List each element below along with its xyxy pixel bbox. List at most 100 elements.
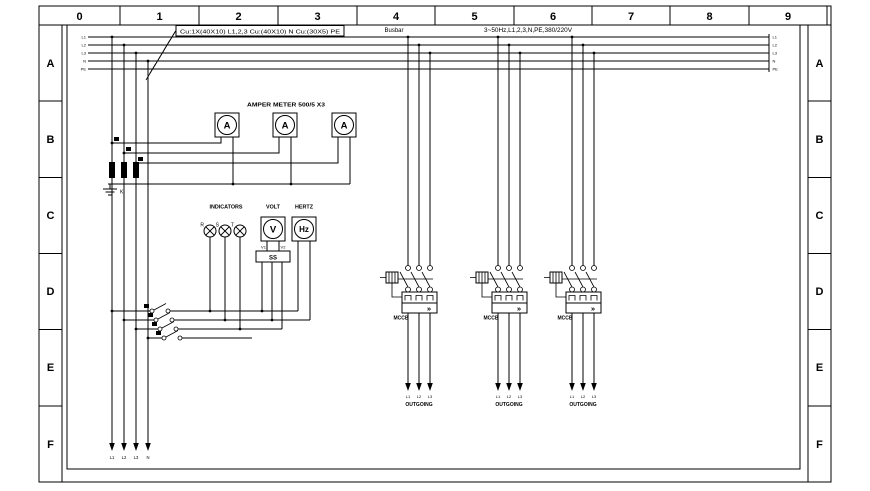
meter-case — [272, 112, 298, 138]
column-number: 9 — [785, 11, 791, 23]
hertz-wires — [297, 241, 311, 320]
tap-row-wires — [112, 310, 310, 339]
incoming-arrow-icons — [109, 443, 151, 451]
ammeter-1: A — [214, 112, 240, 138]
hertz-symbol: Hz — [299, 225, 309, 234]
ammeter-symbol: A — [282, 121, 289, 132]
meter-dial — [275, 115, 295, 135]
system-label: 3~50Hz,L1,2,3,N,PE,380/220V — [484, 28, 572, 34]
row-letter: D — [816, 286, 824, 298]
ammeter-symbol: A — [224, 121, 231, 132]
busbar-system: L1 L2 L3 N PE L1 L2 L3 N PE Cu:1X(40X10)… — [81, 25, 778, 81]
row-letter: C — [47, 210, 55, 222]
hertzmeter: Hz — [291, 216, 317, 320]
selector-switch — [255, 250, 291, 263]
outgoing-label: OUTGOING — [569, 402, 596, 408]
column-number: 8 — [706, 11, 712, 23]
fuse-label-marks — [144, 304, 161, 335]
column-number: 7 — [628, 11, 634, 23]
bus-junction-dots — [570, 35, 596, 55]
bus-label: L1 — [773, 35, 778, 40]
bus-label: PE — [81, 67, 87, 72]
phase-label: L2 — [122, 455, 127, 460]
cable-spec-label: Cu:1X(40X10) L1,2,3 Cu:(40X10) N Cu:(30X… — [180, 30, 340, 36]
ammeter-common-wire — [108, 137, 351, 185]
cable-spec-box — [175, 25, 345, 37]
breaker-handle — [380, 271, 433, 298]
meter-dial — [294, 219, 314, 239]
breaker-pole-glyphs — [568, 295, 598, 301]
column-number: 2 — [235, 11, 241, 23]
row-letter: F — [816, 439, 823, 451]
row-junction-dots — [110, 309, 274, 340]
phase-label: L1 — [496, 394, 501, 399]
breaker-label: MCCB — [558, 316, 573, 322]
phase-label: N — [146, 455, 149, 460]
outgoing-label: OUTGOING — [495, 402, 522, 408]
phase-label: L3 — [134, 455, 139, 460]
outgoing-arrow-icons — [569, 383, 597, 391]
outgoing-wires — [407, 313, 431, 383]
breaker-label: MCCB — [484, 316, 499, 322]
handle-linkage — [380, 272, 433, 298]
bus-label: L1 — [82, 35, 87, 40]
ct-metering: K AMPER METER 500/5 X3 A A A — [103, 103, 357, 196]
handle-linkage — [544, 272, 597, 298]
meter-case — [331, 112, 357, 138]
meter-case — [291, 216, 317, 242]
voltmeter-stubs — [266, 241, 280, 251]
busbar-labels-left: L1 L2 L3 N PE — [81, 35, 87, 72]
row-letter: B — [47, 134, 55, 146]
row-dividers — [39, 100, 831, 407]
phase-label: L2 — [417, 394, 422, 399]
indicator-panel: INDICATORS VOLT HERTZ R S T V V1 V2 — [110, 205, 317, 341]
phase-label: L2 — [507, 394, 512, 399]
bus-label: L3 — [82, 51, 87, 56]
row-letter: F — [47, 439, 54, 451]
bus-junction-dots — [496, 35, 522, 55]
breaker-contact-box — [491, 291, 528, 304]
lamp-icons — [203, 224, 247, 238]
indicators-title: INDICATORS — [209, 205, 242, 211]
ct-terminal-marks — [114, 137, 143, 161]
bus-junction-dots — [406, 35, 432, 55]
drawout-contact-icons — [399, 265, 433, 293]
meter-case — [260, 216, 286, 242]
breaker-contact-box — [401, 291, 438, 304]
breaker-pole-glyphs — [404, 295, 434, 301]
bus-label: L3 — [773, 51, 778, 56]
meter-case — [214, 112, 240, 138]
fuse-switch-icons — [149, 303, 183, 341]
column-number: 3 — [314, 11, 320, 23]
row-letter: A — [816, 58, 824, 70]
incoming-lines — [111, 37, 149, 443]
feeder-drop-wires — [571, 37, 595, 266]
row-letter: A — [47, 58, 55, 70]
cable-callout: Cu:1X(40X10) L1,2,3 Cu:(40X10) N Cu:(30X… — [145, 25, 345, 81]
breaker-release-box — [401, 302, 438, 314]
breaker-handle — [544, 271, 597, 298]
row-letters-left: A B C D E F — [47, 58, 55, 451]
column-number: 4 — [393, 11, 400, 23]
overcurrent-release-symbol: » — [427, 304, 431, 313]
ct-tap-wires — [112, 137, 339, 164]
column-number: 6 — [550, 11, 556, 23]
ammeter-2: A — [272, 112, 298, 138]
feeder-drop-wires — [407, 37, 431, 266]
bus-label: N — [773, 59, 776, 64]
selector-label: SS — [269, 256, 277, 262]
margin-lines — [39, 24, 831, 482]
lamp-phase-label: T — [231, 223, 234, 229]
meter-dial — [217, 115, 237, 135]
ct-earth: K — [103, 184, 124, 196]
row-letters-right: A B C D E F — [816, 58, 824, 451]
ammeter-title: AMPER METER 500/5 X3 — [247, 103, 325, 109]
meter-dial — [263, 219, 283, 239]
bus-label: N — [83, 59, 86, 64]
incoming-riser: L1 L2 L3 N — [109, 35, 151, 460]
feeder-1: » MCCB L1 L2 L3 OUTGOING — [380, 35, 438, 408]
ct-earth-label: K — [120, 190, 124, 196]
bus-junction-dots — [110, 35, 150, 63]
